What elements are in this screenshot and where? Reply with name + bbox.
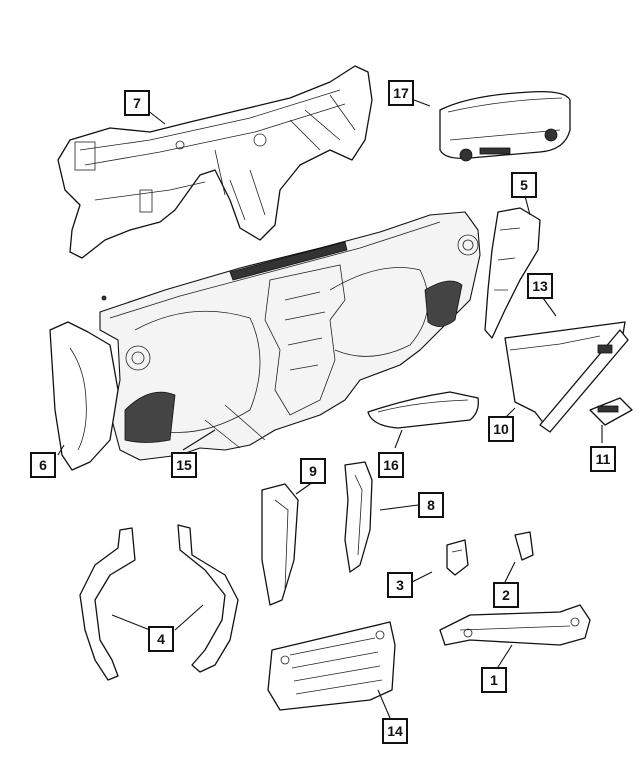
callout-4: 4 (148, 626, 174, 652)
callout-3: 3 (387, 572, 413, 598)
part-6-left-end-cap (49, 321, 119, 471)
part-3-bracket (446, 539, 469, 576)
fastener-icon (101, 295, 107, 301)
callout-6: 6 (30, 452, 56, 478)
callout-9: 9 (300, 458, 326, 484)
callout-2: 2 (493, 582, 519, 608)
part-14-silencer (267, 621, 396, 711)
callout-17: 17 (388, 80, 414, 106)
part-2-bracket (514, 531, 534, 561)
part-13-glove-box (504, 321, 629, 433)
callout-11: 11 (590, 446, 616, 472)
part-1-cross-member (439, 604, 591, 646)
part-16-bin-lid (367, 391, 479, 429)
callout-10: 10 (488, 416, 514, 442)
callout-8: 8 (418, 492, 444, 518)
part-7-support-structure (57, 65, 373, 259)
part-15-instrument-panel (99, 211, 481, 461)
part-5-right-end-cap (484, 207, 541, 339)
part-11-latch (589, 397, 633, 426)
callout-7: 7 (124, 90, 150, 116)
part-17-airbag (439, 91, 571, 162)
leader-lines (57, 99, 603, 719)
callout-13: 13 (527, 273, 553, 299)
part-9-bezel (261, 483, 299, 606)
callout-14: 14 (382, 718, 408, 744)
callout-1: 1 (481, 667, 507, 693)
callout-15: 15 (171, 452, 197, 478)
part-4-braces (79, 524, 239, 681)
callout-16: 16 (378, 452, 404, 478)
callout-5: 5 (511, 172, 537, 198)
part-8-bezel (344, 461, 373, 573)
